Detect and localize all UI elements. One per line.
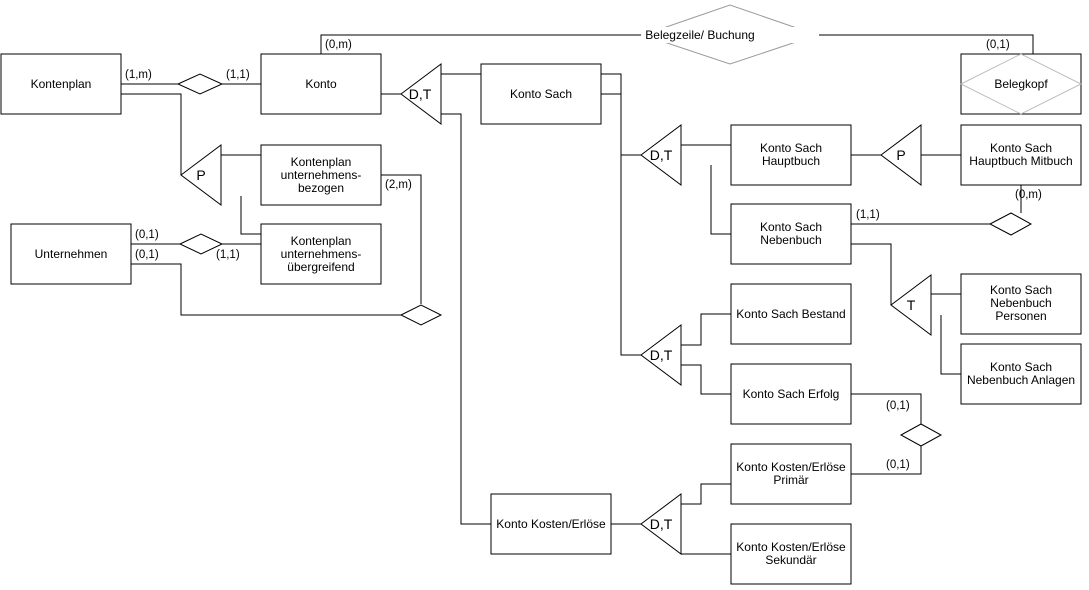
cardinality-bezogen-unternehmen: (2,m) bbox=[385, 179, 412, 191]
svg-text:Kontenplan: Kontenplan bbox=[291, 234, 352, 248]
cardinality-konto-buchung: (0,m) bbox=[325, 39, 352, 51]
cardinality-kontenplan-konto: (1,m) bbox=[125, 69, 152, 81]
relationship-diamond-unternehmen-kontenplan bbox=[178, 233, 224, 255]
cardinality-unternehmen-uebergreifend: (0,1) bbox=[135, 229, 159, 241]
svg-text:T: T bbox=[907, 297, 916, 313]
svg-text:Konto Sach: Konto Sach bbox=[760, 220, 822, 234]
generalization-nebenbuch: T bbox=[890, 274, 932, 336]
svg-text:D,T: D,T bbox=[650, 516, 673, 532]
entity-konto-sach-hauptbuch-mitbuch: Konto Sach Hauptbuch Mitbuch bbox=[960, 124, 1082, 186]
generalization-konto-sach-bestand-erfolg: D,T bbox=[640, 324, 682, 386]
relationship-diamond-mitbuch-nebenbuch bbox=[988, 212, 1033, 236]
connector-lines bbox=[121, 34, 1034, 555]
entity-unternehmen: Unternehmen bbox=[10, 223, 132, 285]
generalization-konto-sach-hb-nb: D,T bbox=[640, 124, 682, 186]
svg-text:Hauptbuch Mitbuch: Hauptbuch Mitbuch bbox=[969, 154, 1072, 168]
svg-text:Nebenbuch: Nebenbuch bbox=[760, 233, 821, 247]
svg-text:bezogen: bezogen bbox=[298, 181, 344, 195]
svg-text:P: P bbox=[896, 147, 905, 163]
svg-text:Hauptbuch: Hauptbuch bbox=[762, 154, 820, 168]
svg-text:Kontenplan: Kontenplan bbox=[291, 155, 352, 169]
svg-text:D,T: D,T bbox=[409, 86, 432, 102]
svg-text:Konto Sach: Konto Sach bbox=[990, 141, 1052, 155]
generalization-konto: D,T bbox=[400, 63, 442, 125]
svg-text:unternehmens-: unternehmens- bbox=[281, 247, 362, 261]
svg-text:übergreifend: übergreifend bbox=[287, 260, 354, 274]
generalization-kontenplan: P bbox=[180, 144, 222, 206]
entity-konto-kosten-erloese-sekundaer: Konto Kosten/Erlöse Sekundär bbox=[730, 523, 852, 585]
svg-text:Konto Sach Bestand: Konto Sach Bestand bbox=[736, 307, 845, 321]
svg-text:D,T: D,T bbox=[650, 147, 673, 163]
svg-text:Kontenplan: Kontenplan bbox=[31, 77, 92, 91]
entity-kontenplan: Kontenplan bbox=[0, 53, 122, 115]
relationship-diamond-unternehmen-bezogen bbox=[399, 304, 443, 326]
relationship-diamond-erfolg-primaer bbox=[899, 423, 943, 447]
svg-text:Belegkopf: Belegkopf bbox=[994, 77, 1048, 91]
cardinality-erfolg-primaer: (0,1) bbox=[886, 400, 910, 412]
svg-text:Konto Sach: Konto Sach bbox=[990, 360, 1052, 374]
svg-text:D,T: D,T bbox=[650, 347, 673, 363]
relationship-diamond-kontenplan-konto bbox=[176, 73, 224, 95]
cardinality-mitbuch-nebenbuch: (0,m) bbox=[1015, 189, 1042, 201]
generalization-hauptbuch-mitbuch: P bbox=[880, 124, 922, 186]
svg-text:Konto: Konto bbox=[305, 77, 337, 91]
entity-konto: Konto bbox=[260, 53, 382, 115]
relationship-diamond-belegzeile-buchung: Belegzeile/ Buchung bbox=[641, 4, 819, 65]
generalization-kosten-erloese: D,T bbox=[640, 493, 682, 555]
cardinality-primaer-erfolg: (0,1) bbox=[886, 459, 910, 471]
cardinality-nebenbuch-mitbuch: (1,1) bbox=[856, 209, 880, 221]
svg-text:Personen: Personen bbox=[995, 309, 1046, 323]
cardinality-belegkopf-buchung: (0,1) bbox=[986, 39, 1010, 51]
svg-text:Konto Sach: Konto Sach bbox=[990, 283, 1052, 297]
entity-belegkopf: Belegkopf bbox=[959, 53, 1083, 115]
entity-konto-sach-nebenbuch-personen: Konto Sach Nebenbuch Personen bbox=[960, 273, 1082, 335]
entity-kontenplan-unternehmensuebergreifend: Kontenplan unternehmens- übergreifend bbox=[260, 223, 382, 285]
svg-text:Konto Kosten/Erlöse: Konto Kosten/Erlöse bbox=[736, 540, 846, 554]
svg-text:Konto Sach: Konto Sach bbox=[510, 87, 572, 101]
svg-text:Nebenbuch: Nebenbuch bbox=[990, 296, 1051, 310]
entity-konto-sach-erfolg: Konto Sach Erfolg bbox=[730, 363, 852, 425]
svg-text:unternehmens-: unternehmens- bbox=[281, 168, 362, 182]
svg-text:Primär: Primär bbox=[773, 473, 808, 487]
svg-text:Konto Sach Erfolg: Konto Sach Erfolg bbox=[743, 387, 840, 401]
entity-konto-kosten-erloese: Konto Kosten/Erlöse bbox=[490, 493, 612, 555]
belegzeile-buchung-label: Belegzeile/ Buchung bbox=[645, 28, 754, 42]
entity-konto-kosten-erloese-primaer: Konto Kosten/Erlöse Primär bbox=[730, 443, 852, 505]
entity-konto-sach-nebenbuch-anlagen: Konto Sach Nebenbuch Anlagen bbox=[960, 343, 1082, 405]
entity-konto-sach-nebenbuch: Konto Sach Nebenbuch bbox=[730, 203, 852, 265]
svg-text:P: P bbox=[196, 167, 205, 183]
svg-text:Konto Sach: Konto Sach bbox=[760, 141, 822, 155]
cardinality-unternehmen-bezogen: (0,1) bbox=[135, 249, 159, 261]
cardinality-konto-kontenplan: (1,1) bbox=[226, 69, 250, 81]
entity-konto-sach-hauptbuch: Konto Sach Hauptbuch bbox=[730, 124, 852, 186]
svg-text:Konto Kosten/Erlöse: Konto Kosten/Erlöse bbox=[496, 517, 606, 531]
svg-text:Nebenbuch Anlagen: Nebenbuch Anlagen bbox=[967, 373, 1075, 387]
cardinality-uebergreifend-unternehmen: (1,1) bbox=[216, 249, 240, 261]
entity-konto-sach-bestand: Konto Sach Bestand bbox=[730, 283, 852, 345]
entity-kontenplan-unternehmensbezogen: Kontenplan unternehmens- bezogen bbox=[260, 144, 382, 206]
entity-konto-sach: Konto Sach bbox=[480, 63, 602, 125]
svg-text:Sekundär: Sekundär bbox=[765, 553, 816, 567]
svg-text:Unternehmen: Unternehmen bbox=[35, 247, 108, 261]
svg-text:Konto Kosten/Erlöse: Konto Kosten/Erlöse bbox=[736, 460, 846, 474]
cardinality-labels: (1,m) (1,1) (0,m) (0,1) (2,m) (0,1) (1,1… bbox=[125, 39, 1042, 471]
